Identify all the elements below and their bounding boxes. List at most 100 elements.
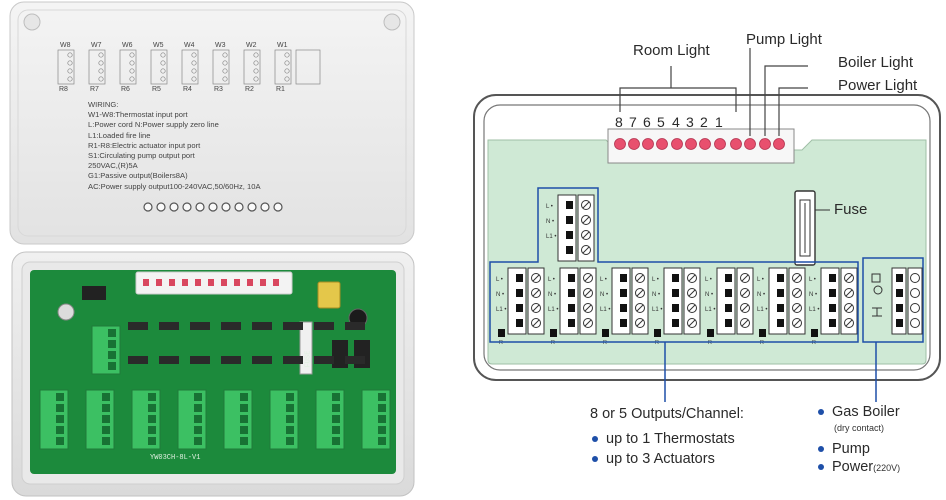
led-hole-icon (247, 202, 257, 212)
terminal-screw (286, 393, 294, 401)
cover-screw-print (222, 76, 228, 82)
cover-screw-print (129, 68, 135, 74)
boiler-light-label: Boiler Light (838, 54, 914, 71)
terminal-slot (566, 246, 573, 254)
wiring-title: WIRING: (88, 100, 119, 109)
cover-screw-print (129, 60, 135, 66)
terminal-slot (725, 319, 732, 327)
terminal-screw (194, 437, 202, 445)
cover-relay-label: R3 (214, 86, 223, 93)
cover-screw-print (129, 76, 135, 82)
screw-slot (845, 319, 853, 327)
relay-slot (602, 329, 609, 337)
terminal-screw (148, 393, 156, 401)
led-number: 2 (700, 114, 708, 130)
terminal-screw (240, 393, 248, 401)
cover-channel-label: W7 (91, 42, 102, 49)
chip (221, 322, 241, 330)
pcb-terminal-blocks (39, 325, 391, 450)
terminal-slot (829, 274, 836, 282)
cover-screw-print (222, 60, 228, 66)
pump-symbol-icon (873, 285, 883, 295)
terminal-screw (102, 415, 110, 423)
terminal-screw (102, 437, 110, 445)
cover-screw-print (191, 52, 197, 58)
led-number: 3 (686, 114, 694, 130)
chip (252, 322, 272, 330)
relay-slot (550, 329, 557, 337)
chip (221, 356, 241, 364)
power-voltage: (220V) (873, 463, 901, 473)
screw-slot (532, 274, 540, 282)
power-light-label: Power Light (838, 77, 918, 94)
terminal-screw (102, 404, 110, 412)
gas-boiler-item: Gas Boiler (818, 404, 900, 420)
terminal-block (683, 267, 701, 335)
terminal-block (611, 267, 631, 335)
chip (314, 356, 334, 364)
terminal-slot (516, 304, 523, 312)
screw-hole-icon (23, 13, 41, 31)
wiring-line: L:Power cord N:Power supply zero line (88, 120, 219, 130)
screw-slot (741, 274, 749, 282)
terminal-screw (240, 404, 248, 412)
terminal-screw (240, 426, 248, 434)
screw-slot (793, 319, 801, 327)
led-hole-icon (260, 202, 270, 212)
terminal-screw (332, 404, 340, 412)
cover-power-terminal-print (295, 49, 321, 85)
transformer (317, 281, 341, 309)
terminal-slot (725, 274, 732, 282)
terminal-block (768, 267, 788, 335)
terminal-block (527, 267, 545, 335)
cover-screw-print (67, 76, 73, 82)
terminal-slot (568, 274, 575, 282)
led-number: 1 (715, 114, 723, 130)
terminal-slot (620, 304, 627, 312)
led-indicator (685, 138, 697, 150)
chip (128, 356, 148, 364)
terminal-label: L1 • (705, 307, 715, 313)
chip (159, 356, 179, 364)
bullet-icon (592, 436, 598, 443)
terminal-slot (777, 319, 784, 327)
led-hole-icon (273, 202, 283, 212)
pcb-led (143, 279, 149, 286)
boiler-terminal-block (871, 267, 923, 335)
wiring-line: L1:Loaded fire line (88, 130, 151, 140)
relay (332, 340, 348, 368)
terminal-label: L1 • (600, 307, 610, 313)
terminal-slot (620, 319, 627, 327)
led-hole-icon (195, 202, 205, 212)
terminal-slot (566, 216, 573, 224)
fuse (794, 190, 830, 266)
pcb-components (57, 281, 370, 375)
screw-slot (845, 304, 853, 312)
pcb-led (169, 279, 175, 286)
terminal-screw (194, 404, 202, 412)
cover-screw-print (284, 52, 290, 58)
led-indicator (628, 138, 640, 150)
chip (345, 322, 365, 330)
chip (314, 322, 334, 330)
terminal-label: L • (757, 277, 764, 283)
wiring-line: W1-W8:Thermostat input port (88, 110, 188, 120)
chip (128, 322, 148, 330)
terminal-block (788, 267, 806, 335)
cover-screw-print (253, 52, 259, 58)
terminal-slot (568, 304, 575, 312)
terminal-label: L1 • (548, 307, 558, 313)
outputs-item: up to 3 Actuators (592, 451, 715, 467)
cover-relay-label: R5 (152, 86, 161, 93)
outputs-item: up to 1 Thermostats (592, 431, 735, 447)
cover-terminal-print (212, 49, 230, 85)
cover-screw-print (160, 68, 166, 74)
terminal-slot (516, 289, 523, 297)
room-light-label: Room Light (633, 42, 710, 59)
relay-slot (498, 329, 505, 337)
outputs-outline (489, 187, 859, 343)
terminal-block (716, 267, 736, 335)
terminal-slot (829, 304, 836, 312)
chip (283, 356, 303, 364)
terminal-slot (777, 304, 784, 312)
